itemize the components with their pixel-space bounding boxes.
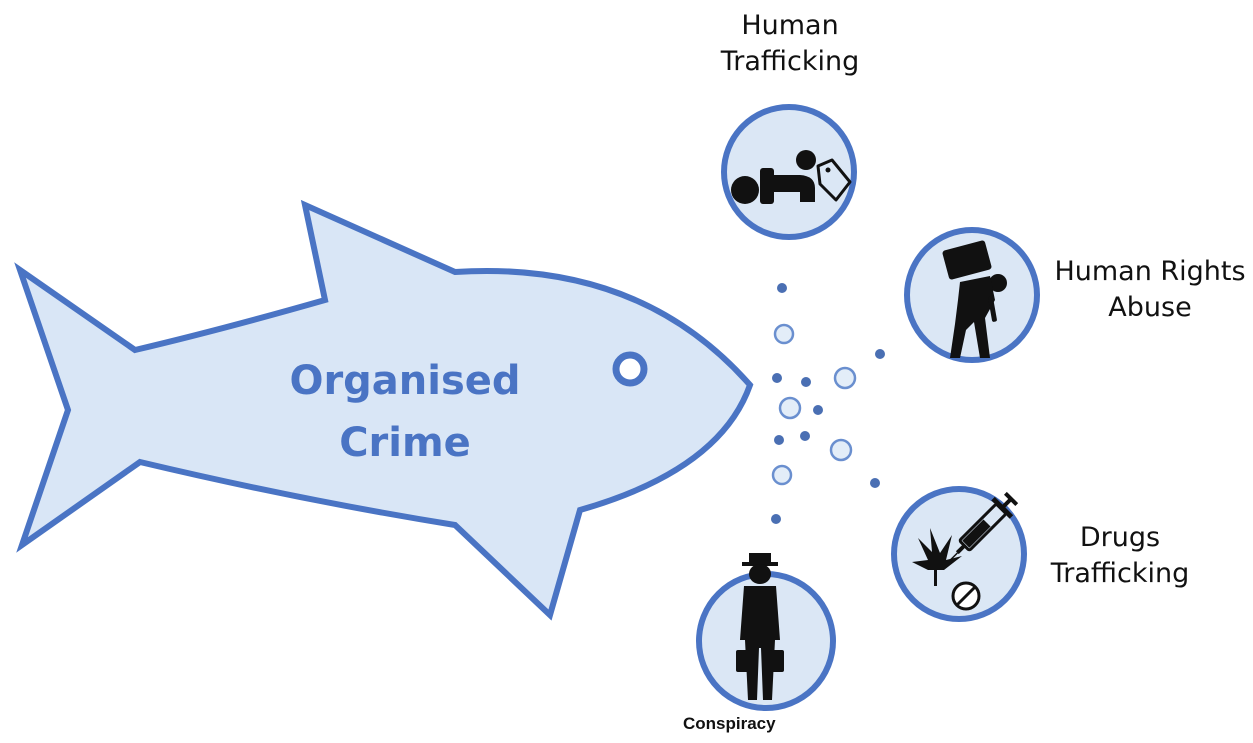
bubble-ring: [829, 438, 853, 462]
bubble-ring: [778, 396, 802, 420]
category-circle-conspiracy: [696, 553, 836, 711]
bubble-dot: [875, 349, 885, 359]
baby-price-tag-icon: [731, 150, 852, 204]
bubble-dot: [801, 377, 811, 387]
bubble-dot: [774, 435, 784, 445]
bubble-ring: [771, 464, 793, 486]
category-circle-human-rights-abuse: [904, 227, 1040, 363]
bubble-dot: [800, 431, 810, 441]
label-line: Human: [741, 10, 839, 41]
bubbles: [771, 283, 885, 524]
bubble-dot: [777, 283, 787, 293]
fish-eye: [612, 351, 648, 387]
category-circle-human-trafficking: [721, 104, 857, 240]
suited-man-with-briefcases-icon: [736, 553, 784, 700]
bubble-dot: [772, 373, 782, 383]
fish-label-line2: Crime: [339, 420, 471, 466]
label-line: Trafficking: [1050, 557, 1190, 589]
fish-label-line1: Organised: [289, 358, 521, 404]
label-line: Abuse: [1108, 291, 1192, 323]
fish-body: [14, 199, 754, 621]
label-line: Trafficking: [720, 45, 860, 77]
bubble-dot: [771, 514, 781, 524]
burdened-person-icon: [942, 240, 1007, 358]
bubble-ring: [833, 366, 857, 390]
label-line: Drugs: [1079, 522, 1161, 553]
label-conspiracy: Conspiracy: [683, 714, 776, 733]
drugs-icon: [912, 491, 1019, 611]
bubble-ring: [773, 323, 795, 345]
bubble-dot: [870, 478, 880, 488]
label-drugs-trafficking: Drugs Trafficking: [1035, 520, 1205, 591]
label-human-trafficking: Human Trafficking: [700, 8, 880, 79]
label-line: Human Rights: [1054, 256, 1246, 287]
label-human-rights-abuse: Human Rights Abuse: [1050, 254, 1250, 325]
category-circle-drugs-trafficking: [891, 486, 1027, 622]
fish-label: Organised Crime: [250, 350, 560, 474]
bubble-dot: [813, 405, 823, 415]
